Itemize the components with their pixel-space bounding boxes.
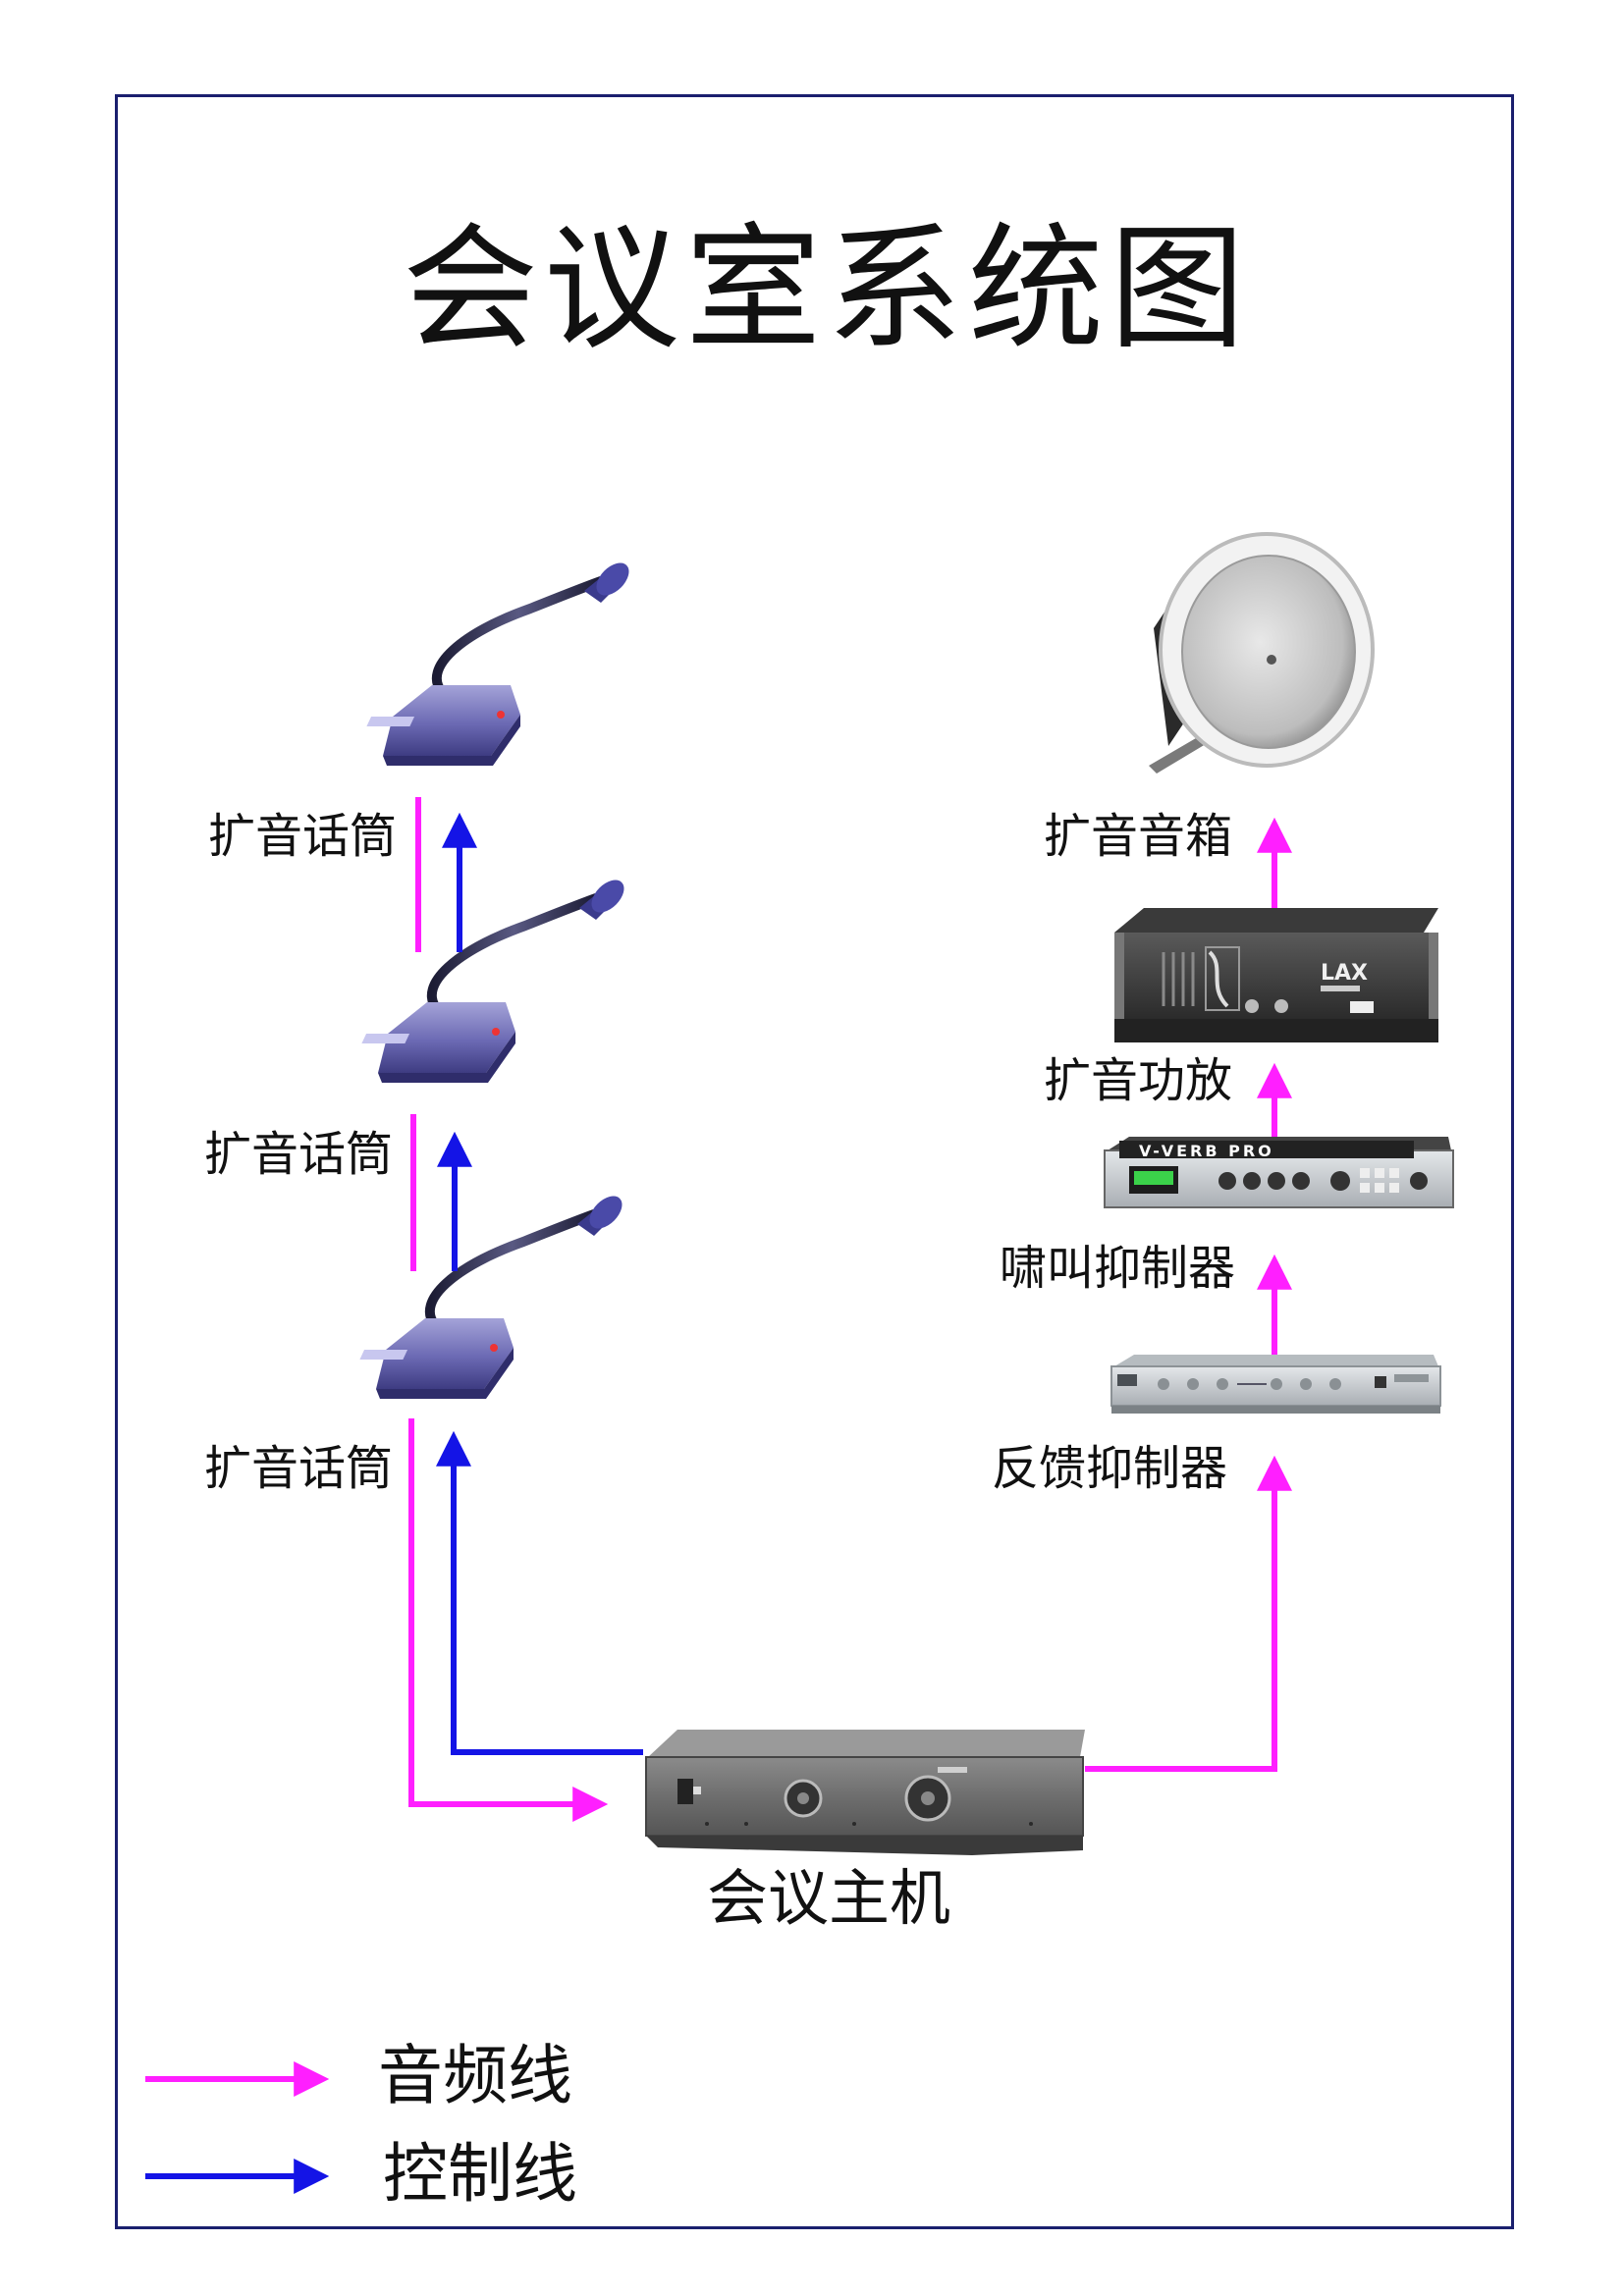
conference-microphone-2	[361, 880, 624, 1083]
feedback-suppressor-label: 反馈抑制器	[992, 1441, 1228, 1496]
conference-microphone-1	[366, 562, 629, 766]
legend-audio-label: 音频线	[378, 2038, 572, 2113]
legend	[145, 2061, 330, 2194]
diagram-title: 会议室系统图	[403, 210, 1252, 368]
mic-label-2: 扩音话筒	[204, 1127, 394, 1182]
amplifier-label: 扩音功放	[1044, 1053, 1233, 1108]
conference-host-device	[645, 1730, 1085, 1855]
power-amplifier: LAX	[1114, 908, 1438, 1042]
speaker-label: 扩音音箱	[1044, 809, 1233, 864]
howl-suppressor-label: 啸叫抑制器	[1000, 1241, 1236, 1296]
feedback-suppressor-device	[1110, 1355, 1441, 1414]
howl-suppressor-device: V-VERB PRO	[1104, 1137, 1454, 1208]
ceiling-speaker	[1149, 532, 1375, 774]
processor-brand-text: V-VERB PRO	[1139, 1142, 1274, 1160]
connection-lines	[408, 797, 1292, 1822]
mic-label-3: 扩音话筒	[204, 1441, 394, 1496]
diagram-frame	[115, 94, 1514, 2229]
mic-label-1: 扩音话筒	[208, 809, 398, 864]
legend-control-label: 控制线	[383, 2136, 577, 2212]
host-label: 会议主机	[707, 1862, 951, 1934]
amp-brand-text: LAX	[1321, 961, 1368, 986]
conference-microphone-3	[359, 1196, 623, 1399]
